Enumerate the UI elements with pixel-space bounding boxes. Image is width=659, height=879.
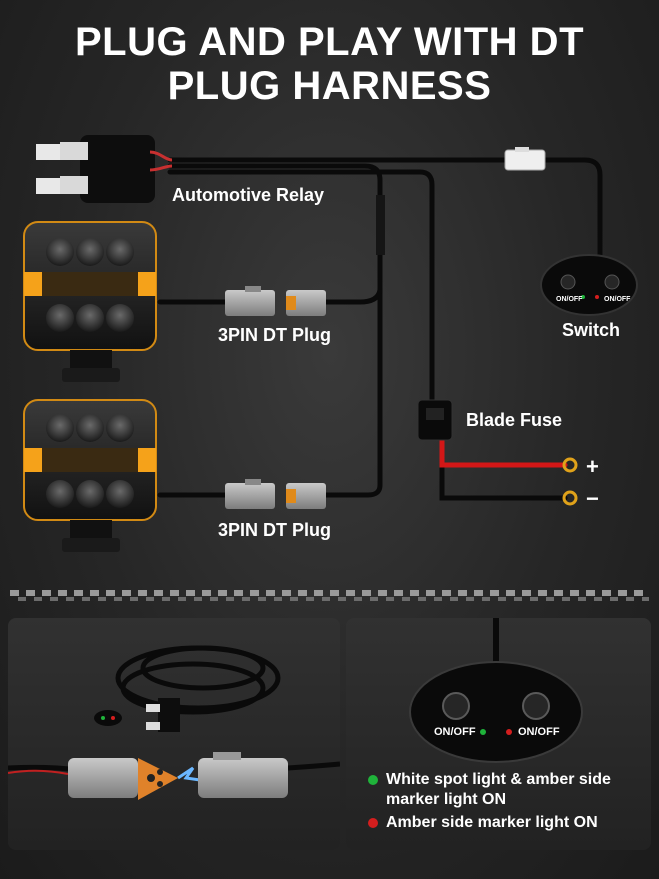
switch-large-left-label: ON/OFF — [434, 726, 476, 738]
harness-illustration — [8, 645, 340, 800]
legend-green-text: White spot light & amber side marker lig… — [386, 771, 611, 808]
switch-connector — [504, 147, 546, 171]
relay — [36, 135, 173, 203]
fuse-label: Blade Fuse — [466, 410, 563, 430]
legend-green: White spot light & amber side marker lig… — [368, 770, 651, 810]
switch-pod: ON/OFF ON/OFF — [540, 254, 638, 316]
harness-photo-panel — [8, 618, 340, 850]
main-wires — [157, 157, 603, 501]
lamp-bottom — [23, 399, 157, 552]
title-line-2: PLUG HARNESS — [167, 64, 492, 108]
positive-wire — [439, 437, 568, 468]
ring-terminals — [562, 457, 578, 506]
red-dot-icon — [368, 818, 378, 828]
green-dot-icon — [368, 775, 378, 785]
legend-red: Amber side marker light ON — [368, 813, 598, 833]
title-line-1: PLUG AND PLAY WITH DT — [74, 20, 585, 64]
legend-red-text: Amber side marker light ON — [386, 814, 598, 831]
positive-symbol: + — [586, 454, 599, 479]
switch-small-right-label: ON/OFF — [604, 296, 631, 303]
lamp-top — [23, 221, 157, 382]
blade-fuse — [417, 399, 453, 441]
relay-label: Automotive Relay — [172, 185, 325, 205]
switch-large-right-label: ON/OFF — [518, 726, 560, 738]
divider-pattern-offset — [10, 597, 649, 601]
wiring-diagram: ON/OFF ON/OFF — [23, 135, 638, 552]
dt-plug-bottom — [225, 479, 326, 509]
switch-large-illustration: ON/OFF ON/OFF — [409, 618, 583, 763]
negative-symbol: − — [586, 486, 599, 511]
page-title: PLUG AND PLAY WITH DT PLUG HARNESS — [0, 20, 659, 108]
switch-small-left-label: ON/OFF — [556, 296, 583, 303]
switch-detail-panel: ON/OFF ON/OFF — [346, 618, 651, 850]
dt-plug-top — [225, 286, 326, 316]
plug-bottom-label: 3PIN DT Plug — [218, 520, 332, 540]
switch-label: Switch — [562, 320, 621, 340]
plug-top-label: 3PIN DT Plug — [218, 325, 332, 345]
wire-loom — [376, 195, 385, 255]
divider-pattern — [10, 590, 649, 596]
